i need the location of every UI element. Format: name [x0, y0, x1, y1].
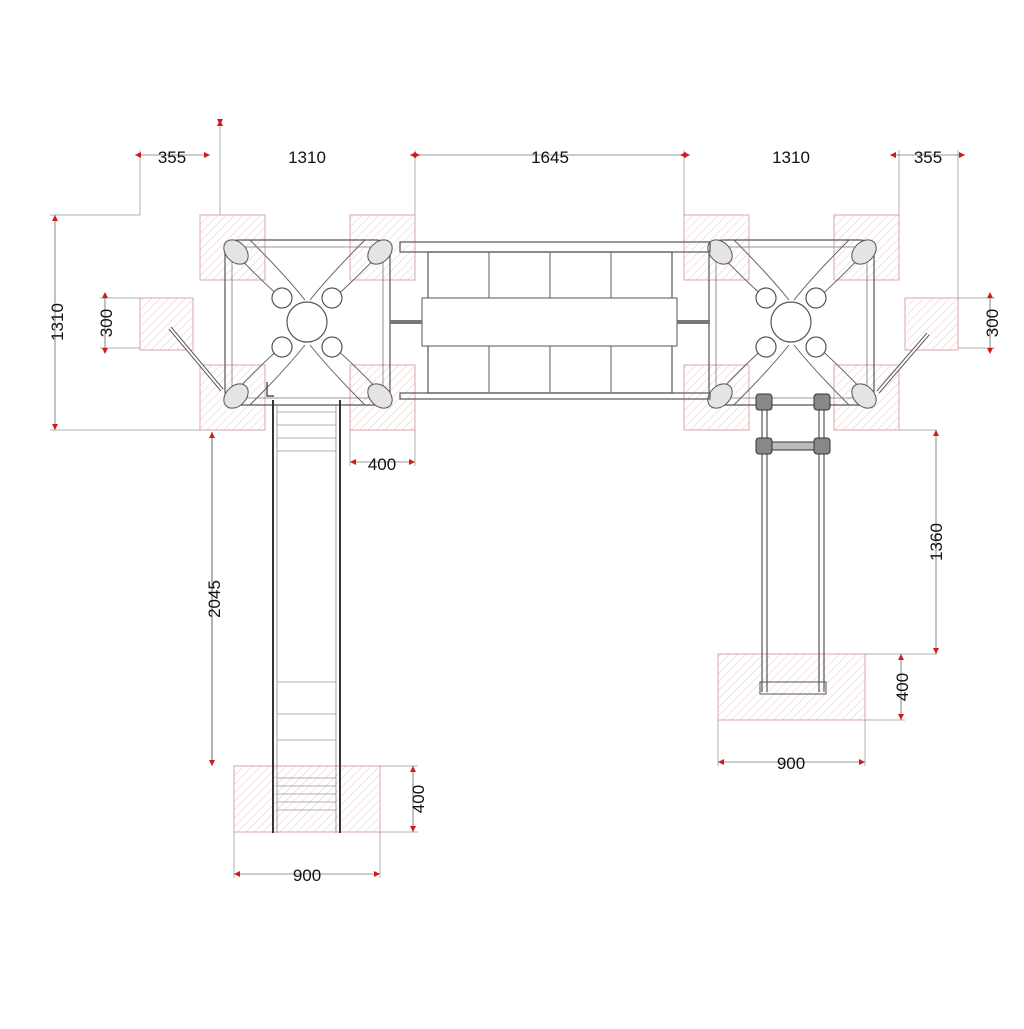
dimension-lines — [54, 154, 991, 875]
dim-top-right-offset: 355 — [914, 148, 942, 167]
left-tower-deck-inner — [231, 246, 384, 399]
ladder-crossbar — [764, 441, 822, 451]
footing-slide — [233, 765, 381, 833]
footing-ladder — [717, 653, 866, 721]
dim-slide-length: 2045 — [205, 580, 224, 618]
dim-slide-footing-width: 900 — [293, 866, 321, 885]
dim-right-side-300: 300 — [983, 309, 1002, 337]
dim-left-tower-width: 1310 — [288, 148, 326, 167]
ladder — [755, 393, 831, 695]
slide-steps — [277, 411, 336, 811]
dim-ladder-length: 1360 — [927, 523, 946, 561]
left-tower — [168, 239, 393, 409]
footing-right-tower-bl — [683, 364, 750, 431]
dimension-arrows — [52, 119, 993, 877]
left-tower-corner-posts — [223, 239, 393, 409]
right-tower-deck-inner — [715, 246, 868, 399]
dim-ladder-footing-width: 900 — [777, 754, 805, 773]
ladder-joints — [755, 393, 831, 455]
dim-top-left-offset: 355 — [158, 148, 186, 167]
bridge-rail-top — [399, 241, 711, 253]
right-tower-rings — [755, 287, 827, 358]
slide — [266, 382, 341, 833]
dim-slide-footing-depth: 400 — [409, 785, 428, 813]
footing-left-side — [139, 297, 194, 351]
dim-left-side-300: 300 — [97, 309, 116, 337]
dim-post-400: 400 — [368, 455, 396, 474]
ladder-base — [759, 681, 827, 695]
dim-ladder-footing-depth: 400 — [893, 673, 912, 701]
dim-bridge-length: 1645 — [531, 148, 569, 167]
footing-right-side — [904, 297, 959, 351]
dim-right-tower-width: 1310 — [772, 148, 810, 167]
dim-left-height: 1310 — [48, 303, 67, 341]
footings — [139, 214, 959, 833]
bridge-rail-bottom — [399, 392, 711, 400]
dimension-labels: 355 1310 1645 1310 355 1310 300 300 400 … — [48, 148, 1002, 885]
left-tower-rings — [271, 287, 343, 358]
bridge-center-board — [421, 297, 678, 347]
bridge — [390, 241, 711, 400]
